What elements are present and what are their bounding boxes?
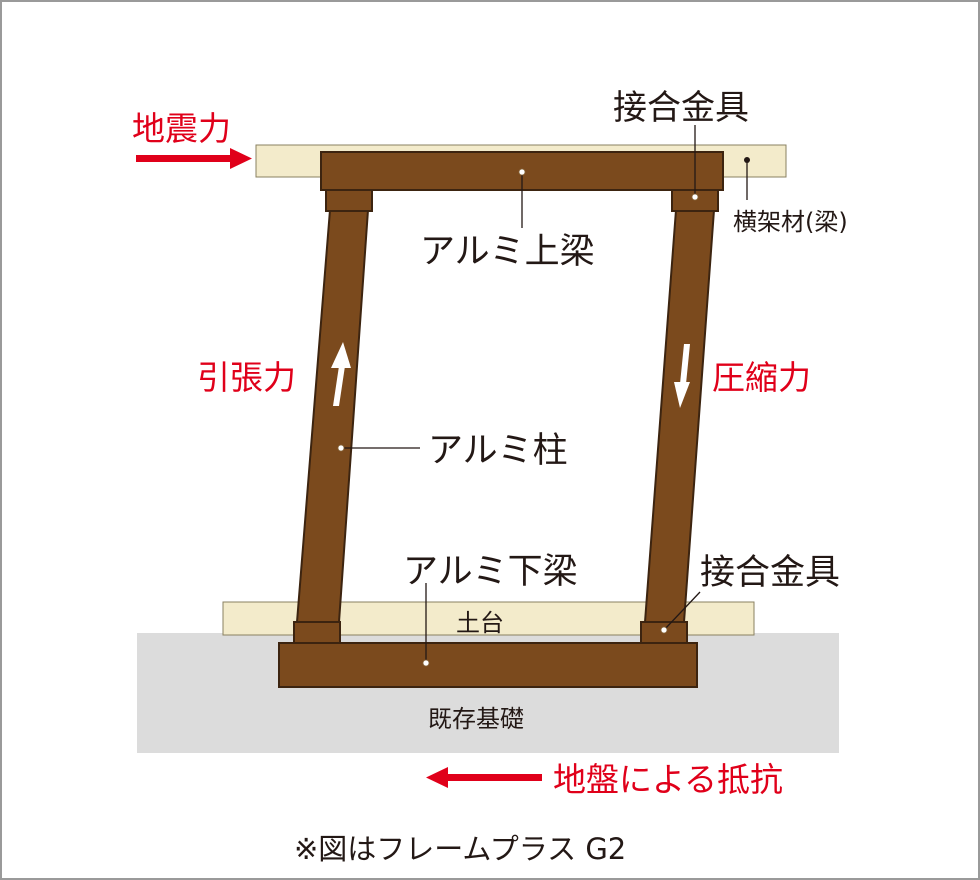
compression-arrow-icon	[674, 344, 690, 408]
joint-hardware-bottom-label: 接合金具	[700, 553, 840, 593]
horizontal-member-dot	[744, 157, 750, 163]
leader-dots	[337, 168, 699, 667]
horizontal-member-label: 横架材(梁)	[733, 208, 848, 236]
aluminum-bottom-beam-label: アルミ下梁	[403, 552, 578, 592]
footnote: ※図はフレームプラス G2	[294, 832, 626, 866]
seismic-force-arrow-icon	[136, 148, 252, 169]
aluminum-top-beam-label: アルミ上梁	[420, 232, 595, 272]
compression-force-label: 圧縮力	[712, 358, 811, 397]
ground-resistance-arrow-icon	[426, 767, 542, 788]
aluminum-bottom-beam	[278, 642, 698, 688]
aluminum-column-label: アルミ柱	[428, 431, 568, 471]
joint-bracket-bottom-left	[293, 621, 341, 644]
tension-arrow-icon	[331, 342, 351, 406]
joint-hardware-top-label: 接合金具	[613, 88, 749, 128]
existing-foundation-label: 既存基礎	[428, 705, 524, 733]
seismic-force-label: 地震力	[132, 109, 231, 148]
sill-label: 土台	[456, 609, 504, 637]
ground-resistance-label: 地盤による抵抗	[553, 760, 783, 799]
leader-lines	[341, 125, 748, 663]
joint-bracket-top-left	[325, 189, 373, 212]
tension-force-label: 引張力	[197, 358, 296, 397]
